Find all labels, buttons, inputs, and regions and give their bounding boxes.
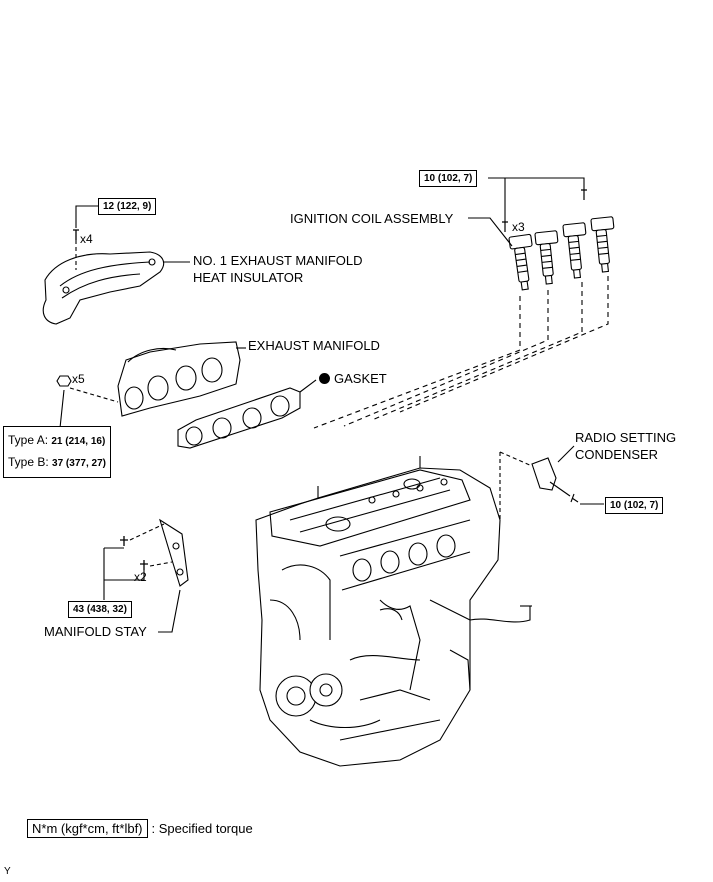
coil-torque-box: 10 (102, 7) xyxy=(419,170,478,187)
condenser-torque-box: 10 (102, 7) xyxy=(605,497,664,514)
gasket-text: GASKET xyxy=(334,371,387,386)
legend-unit-box: N*m (kgf*cm, ft*lbf) xyxy=(27,819,148,838)
type-b-row: Type B: 37 (377, 27) xyxy=(8,452,106,474)
exhaust-manifold-label: EXHAUST MANIFOLD xyxy=(248,338,380,353)
torque-legend: N*m (kgf*cm, ft*lbf): Specified torque xyxy=(27,819,253,838)
insulator-bolt-qty: x4 xyxy=(80,232,93,246)
non-reusable-part-icon xyxy=(319,373,330,384)
exhaust-manifold xyxy=(69,341,246,417)
radio-condenser-label-2: CONDENSER xyxy=(575,447,659,462)
heat-insulator xyxy=(42,205,190,325)
ignition-coil-label: IGNITION COIL ASSEMBLY xyxy=(290,211,454,226)
type-b-value: 37 (377, 27) xyxy=(52,458,106,469)
manifold-stay-label: MANIFOLD STAY xyxy=(44,624,147,639)
gasket-label: GASKET xyxy=(319,371,387,387)
stay-bolt-qty: x2 xyxy=(134,570,147,584)
manifold-nut-qty: x5 xyxy=(72,372,85,386)
figure-code: Y xyxy=(4,866,11,877)
heat-insulator-label-1: NO. 1 EXHAUST MANIFOLD xyxy=(193,253,363,268)
gasket-part xyxy=(177,379,317,449)
manifold-torque-box: Type A: 21 (214, 16) Type B: 37 (377, 27… xyxy=(3,426,111,478)
type-a-value: 21 (214, 16) xyxy=(51,436,106,447)
type-a-row: Type A: 21 (214, 16) xyxy=(8,430,106,452)
legend-text: : Specified torque xyxy=(151,821,253,836)
engine-block xyxy=(255,456,532,767)
heat-insulator-label-2: HEAT INSULATOR xyxy=(193,270,304,285)
stay-torque-box: 43 (438, 32) xyxy=(68,601,132,618)
type-a-label: Type A: xyxy=(8,433,49,447)
coil-bolt-qty: x3 xyxy=(512,220,525,234)
ignition-coils xyxy=(313,177,615,429)
manifold-stay-part xyxy=(103,518,189,633)
manifold-nut xyxy=(56,375,72,429)
radio-condenser-label-1: RADIO SETTING xyxy=(575,430,677,445)
type-b-label: Type B: xyxy=(8,455,49,469)
insulator-torque-box: 12 (122, 9) xyxy=(98,198,157,215)
